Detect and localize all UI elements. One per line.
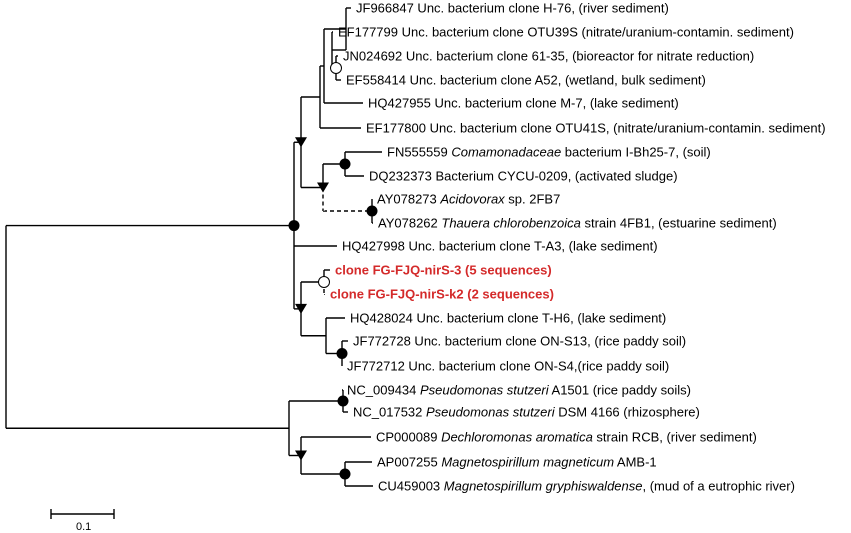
leaf-label-l3-part: JN024692 Unc. bacterium clone 61-35, (bi… xyxy=(343,49,754,64)
leaf-label-l15-part: JF772728 Unc. bacterium clone ON-S13, (r… xyxy=(353,334,686,349)
leaf-label-l20: AP007255 Magnetospirillum magneticum AMB… xyxy=(377,455,657,470)
tree-branches xyxy=(5,7,382,487)
bootstrap-markers xyxy=(288,62,378,480)
leaf-label-l20-part: AP007255 xyxy=(377,455,441,470)
leaf-label-l5-part: HQ427955 Unc. bacterium clone M-7, (lake… xyxy=(368,96,679,111)
bootstrap-filled-circle-n_15_16 xyxy=(336,348,348,359)
leaf-label-l12: clone FG-FJQ-nirS-3 (5 sequences) xyxy=(335,263,552,278)
bootstrap-filled-circle-n_core xyxy=(288,220,300,232)
bootstrap-filled-circle-n_20_21 xyxy=(339,468,351,480)
leaf-label-l16-part: JF772712 Unc. bacterium clone ON-S4,(ric… xyxy=(347,359,669,374)
leaf-label-l20-part: Magnetospirillum magneticum xyxy=(441,455,614,470)
leaf-label-l18-part: Pseudomonas stutzeri xyxy=(426,405,556,420)
bootstrap-triangle-n_79 xyxy=(317,182,329,193)
leaf-label-l15: JF772728 Unc. bacterium clone ON-S13, (r… xyxy=(353,334,686,349)
bootstrap-filled-circle-n_17_18 xyxy=(337,395,349,407)
leaf-label-l2: EF177799 Unc. bacterium clone OTU39S (ni… xyxy=(338,25,794,40)
leaf-label-l8-part: DQ232373 Bacterium CYCU-0209, (activated… xyxy=(369,169,678,184)
leaf-label-l16: JF772712 Unc. bacterium clone ON-S4,(ric… xyxy=(347,359,669,374)
leaf-label-l21-part: CU459003 xyxy=(378,479,444,494)
scale-bar-label: 0.1 xyxy=(76,521,91,533)
leaf-label-l5: HQ427955 Unc. bacterium clone M-7, (lake… xyxy=(368,96,679,111)
bootstrap-triangle-n_mid xyxy=(295,137,307,148)
leaf-label-l7-part: FN555559 xyxy=(387,145,451,160)
bootstrap-triangle-n_12_16 xyxy=(295,303,307,314)
leaf-label-l17-part: Pseudomonas stutzeri xyxy=(420,383,550,398)
leaf-label-l6-part: EF177800 Unc. bacterium clone OTU41S, (n… xyxy=(366,121,826,136)
scale-bar: 0.1 xyxy=(50,509,115,533)
leaf-label-l7: FN555559 Comamonadaceae bacterium I-Bh25… xyxy=(387,145,711,160)
leaf-label-l18-part: NC_017532 xyxy=(353,405,426,420)
leaf-label-l19-part: strain RCB, (river sediment) xyxy=(593,430,757,445)
leaf-label-l2-part: EF177799 Unc. bacterium clone OTU39S (ni… xyxy=(338,25,794,40)
leaf-label-l9-part: AY078273 xyxy=(377,192,440,207)
leaf-label-l21-part: Magnetospirillum gryphiswaldense xyxy=(444,479,643,494)
bootstrap-open-circle-n_3_4 xyxy=(330,62,342,74)
leaf-label-l18: NC_017532 Pseudomonas stutzeri DSM 4166 … xyxy=(353,405,700,420)
leaf-label-l14-part: HQ428024 Unc. bacterium clone T-H6, (lak… xyxy=(350,311,666,326)
bootstrap-filled-circle-n_7_8 xyxy=(339,158,351,170)
leaf-label-l18-part: DSM 4166 (rhizosphere) xyxy=(555,405,700,420)
leaf-label-l12-part: clone FG-FJQ-nirS-3 (5 sequences) xyxy=(335,263,552,278)
bootstrap-open-circle-n_12_13 xyxy=(318,276,330,288)
leaf-labels: JF966847 Unc. bacterium clone H-76, (riv… xyxy=(330,1,826,494)
leaf-label-l21-part: , (mud of a eutrophic river) xyxy=(643,479,795,494)
leaf-label-l1-part: JF966847 Unc. bacterium clone H-76, (riv… xyxy=(356,1,669,16)
leaf-label-l3: JN024692 Unc. bacterium clone 61-35, (bi… xyxy=(343,49,754,64)
leaf-label-l10-part: strain 4FB1, (estuarine sediment) xyxy=(581,216,777,231)
leaf-label-l19-part: Dechloromonas aromatica xyxy=(441,430,593,445)
leaf-label-l9-part: Acidovorax xyxy=(439,192,505,207)
leaf-label-l17-part: NC_009434 xyxy=(347,383,420,398)
leaf-label-l11: HQ427998 Unc. bacterium clone T-A3, (lak… xyxy=(342,239,658,254)
leaf-label-l19: CP000089 Dechloromonas aromatica strain … xyxy=(376,430,757,445)
leaf-label-l14: HQ428024 Unc. bacterium clone T-H6, (lak… xyxy=(350,311,666,326)
leaf-label-l17-part: A1501 (rice paddy soils) xyxy=(549,383,691,398)
leaf-label-l11-part: HQ427998 Unc. bacterium clone T-A3, (lak… xyxy=(342,239,658,254)
leaf-label-l6: EF177800 Unc. bacterium clone OTU41S, (n… xyxy=(366,121,826,136)
leaf-label-l9-part: sp. 2FB7 xyxy=(505,192,561,207)
leaf-label-l4-part: EF558414 Unc. bacterium clone A52, (wetl… xyxy=(346,73,706,88)
leaf-label-l7-part: Comamonadaceae xyxy=(451,145,561,160)
leaf-label-l13: clone FG-FJQ-nirS-k2 (2 sequences) xyxy=(330,287,554,302)
leaf-label-l21: CU459003 Magnetospirillum gryphiswaldens… xyxy=(378,479,795,494)
leaf-label-l10: AY078262 Thauera chlorobenzoica strain 4… xyxy=(378,216,777,231)
bootstrap-filled-circle-n_9_10 xyxy=(366,205,378,217)
leaf-label-l10-part: AY078262 xyxy=(378,216,441,231)
leaf-label-l10-part: Thauera chlorobenzoica xyxy=(441,216,580,231)
leaf-label-l20-part: AMB-1 xyxy=(614,455,657,470)
leaf-label-l1: JF966847 Unc. bacterium clone H-76, (riv… xyxy=(356,1,669,16)
leaf-label-l4: EF558414 Unc. bacterium clone A52, (wetl… xyxy=(346,73,706,88)
bootstrap-triangle-n_19_21 xyxy=(295,450,307,461)
leaf-label-l7-part: bacterium I-Bh25-7, (soil) xyxy=(561,145,711,160)
leaf-label-l9: AY078273 Acidovorax sp. 2FB7 xyxy=(377,192,560,207)
leaf-label-l8: DQ232373 Bacterium CYCU-0209, (activated… xyxy=(369,169,678,184)
leaf-label-l19-part: CP000089 xyxy=(376,430,441,445)
leaf-label-l17: NC_009434 Pseudomonas stutzeri A1501 (ri… xyxy=(347,383,691,398)
leaf-label-l13-part: clone FG-FJQ-nirS-k2 (2 sequences) xyxy=(330,287,554,302)
